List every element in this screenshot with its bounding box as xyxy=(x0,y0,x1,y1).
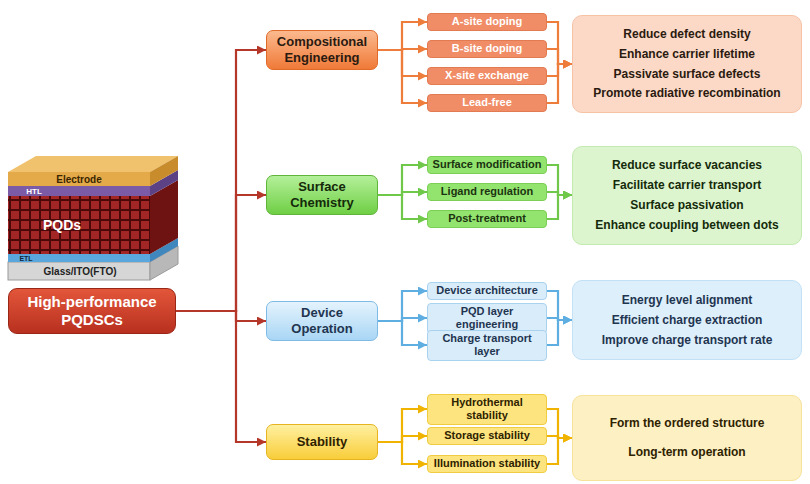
connector-arrow xyxy=(378,195,427,219)
effect-box: Reduce defect densityEnhance carrier lif… xyxy=(572,15,802,113)
node-text: Facilitate carrier transport xyxy=(613,178,762,192)
node-text: Ligand regulation xyxy=(441,185,533,198)
connector-arrow xyxy=(176,311,266,442)
method-box: Post-treatment xyxy=(427,210,547,228)
connector-arrow xyxy=(378,321,427,345)
method-box: PQD layer engineering xyxy=(427,303,547,334)
effect-box: Form the ordered structureLong-term oper… xyxy=(572,395,802,481)
connector-arrow xyxy=(378,291,427,321)
effect-box: Reduce surface vacanciesFacilitate carri… xyxy=(572,146,802,245)
node-text: Enhance carrier lifetime xyxy=(619,47,755,61)
connector-arrow xyxy=(176,195,266,311)
connector-arrow xyxy=(176,311,266,321)
method-box: Surface modification xyxy=(427,156,547,174)
node-text: PQD layer engineering xyxy=(432,305,542,331)
connector-arrow xyxy=(378,22,427,50)
connector-arrow xyxy=(176,50,266,311)
method-box: Charge transport layer xyxy=(427,330,547,361)
connector-arrow xyxy=(547,291,572,320)
method-box: B-site doping xyxy=(427,40,547,58)
connector-arrow xyxy=(547,22,572,64)
node-text: Compositional Engineering xyxy=(273,34,371,65)
layer-label: Glass/ITO(FTO) xyxy=(44,266,117,277)
node-text: X-site exchange xyxy=(445,69,529,82)
node-text: Hydrothermal stability xyxy=(432,396,542,422)
node-text: Charge transport layer xyxy=(432,332,542,358)
connector-arrow xyxy=(378,50,427,103)
node-text: Storage stability xyxy=(444,429,530,442)
layer-label: HTL xyxy=(26,187,42,196)
pqd-layer xyxy=(8,196,150,254)
method-box: X-site exchange xyxy=(427,67,547,85)
layer-label: Electrode xyxy=(56,174,102,185)
method-box: Ligand regulation xyxy=(427,183,547,201)
layer-label: ETL xyxy=(19,255,32,262)
effect-box: Energy level alignmentEfficient charge e… xyxy=(572,280,802,360)
method-box: Device architecture xyxy=(427,282,547,300)
electrode-layer xyxy=(8,172,150,186)
category-box: Surface Chemistry xyxy=(266,175,378,215)
node-text: Stability xyxy=(297,434,348,450)
electrode-top xyxy=(8,156,178,172)
node-text: Post-treatment xyxy=(448,212,526,225)
node-text: Long-term operation xyxy=(628,445,745,459)
node-text: Form the ordered structure xyxy=(610,416,765,430)
node-text: Surface Chemistry xyxy=(273,179,371,210)
node-text: Lead-free xyxy=(462,96,512,109)
etl-layer xyxy=(8,254,150,262)
node-text: A-site doping xyxy=(452,15,522,28)
connector-arrow xyxy=(378,409,427,442)
connector-arrow xyxy=(547,64,572,103)
connector-arrow xyxy=(547,195,572,219)
connector-arrow xyxy=(378,165,427,195)
node-text: Device architecture xyxy=(436,284,538,297)
connector-arrow xyxy=(547,49,572,64)
node-text: Efficient charge extraction xyxy=(612,313,763,327)
method-box: Lead-free xyxy=(427,94,547,112)
htl-layer xyxy=(8,186,150,196)
method-box: Hydrothermal stability xyxy=(427,394,547,425)
root-box: High-performance PQDSCs xyxy=(8,288,176,334)
connector-arrow xyxy=(378,442,427,464)
glass-layer xyxy=(8,262,150,280)
node-text: Surface passivation xyxy=(630,198,743,212)
node-text: Surface modification xyxy=(433,158,542,171)
node-text: Device Operation xyxy=(273,305,371,336)
node-text: Illumination stability xyxy=(434,457,540,470)
node-text: Reduce surface vacancies xyxy=(612,158,762,172)
electrode-side xyxy=(150,156,178,186)
node-text: Promote radiative recombination xyxy=(593,86,780,100)
node-text: Passivate surface defects xyxy=(614,67,761,81)
node-text: High-performance PQDSCs xyxy=(17,293,167,329)
method-box: Illumination stability xyxy=(427,455,547,473)
node-text: Enhance coupling between dots xyxy=(595,218,778,232)
node-text: Energy level alignment xyxy=(622,293,753,307)
category-box: Stability xyxy=(266,424,378,460)
connector-arrow xyxy=(547,438,572,464)
connector-arrow xyxy=(547,165,572,195)
node-text: Reduce defect density xyxy=(623,27,750,41)
connector-arrow xyxy=(547,320,572,345)
connector-arrow xyxy=(547,409,572,438)
method-box: Storage stability xyxy=(427,427,547,445)
category-box: Device Operation xyxy=(266,301,378,341)
node-text: B-site doping xyxy=(452,42,522,55)
layer-label: PQDs xyxy=(43,217,81,233)
method-box: A-site doping xyxy=(427,13,547,31)
category-box: Compositional Engineering xyxy=(266,30,378,70)
node-text: Improve charge transport rate xyxy=(602,333,773,347)
connector-arrow xyxy=(547,64,572,76)
